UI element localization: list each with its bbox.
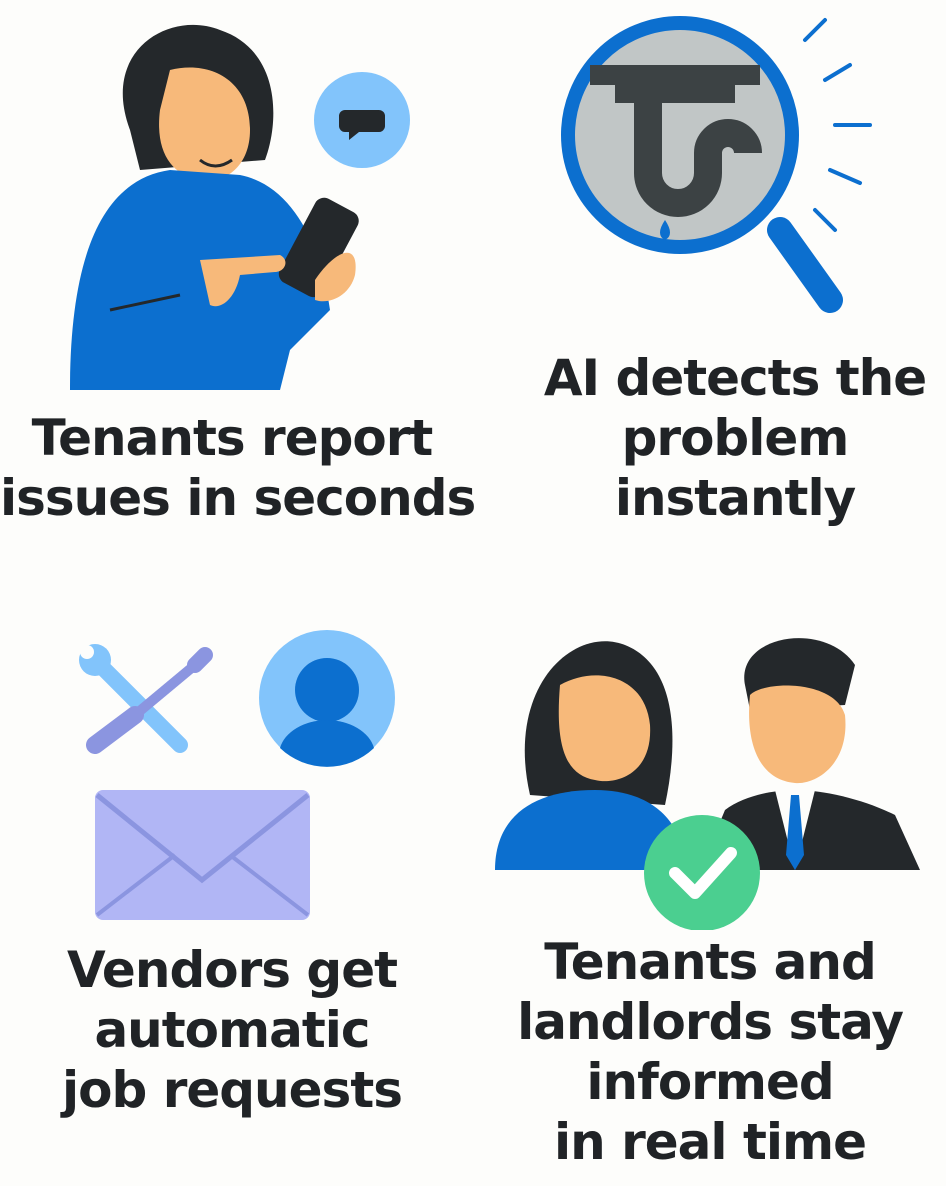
tenant-phone-illustration xyxy=(70,24,410,390)
vendor-illustration xyxy=(79,630,395,920)
body xyxy=(70,170,330,390)
envelope-icon xyxy=(95,790,310,920)
caption-ai-detects: AI detects the problem instantly xyxy=(520,348,946,528)
caption-line: problem xyxy=(621,409,850,467)
caption-line: AI detects the xyxy=(543,349,927,407)
caption-line: job requests xyxy=(62,1061,403,1119)
worker-avatar-icon xyxy=(259,630,395,767)
caption-line: automatic xyxy=(94,1001,370,1059)
caption-line: Vendors get xyxy=(66,941,398,999)
caption-tenants-landlords: Tenants and landlords stay informed in r… xyxy=(490,932,930,1172)
caption-vendors: Vendors get automatic job requests xyxy=(0,940,464,1120)
caption-line: informed xyxy=(586,1053,834,1111)
phone-icon xyxy=(278,197,359,298)
caption-line: Tenants and xyxy=(544,933,877,991)
caption-line: in real time xyxy=(553,1113,867,1171)
caption-line: landlords stay xyxy=(517,993,904,1051)
caption-line: Tenants report xyxy=(31,409,434,467)
caption-line: issues in seconds xyxy=(0,469,476,527)
caption-line: instantly xyxy=(614,469,856,527)
caption-tenants-report: Tenants report issues in seconds xyxy=(0,408,476,528)
wrench-screwdriver-icon xyxy=(79,644,213,754)
face xyxy=(159,67,250,181)
tenant-landlord-illustration xyxy=(495,638,920,930)
checkmark-icon xyxy=(644,815,760,930)
magnifier-pipe-illustration xyxy=(561,16,872,313)
